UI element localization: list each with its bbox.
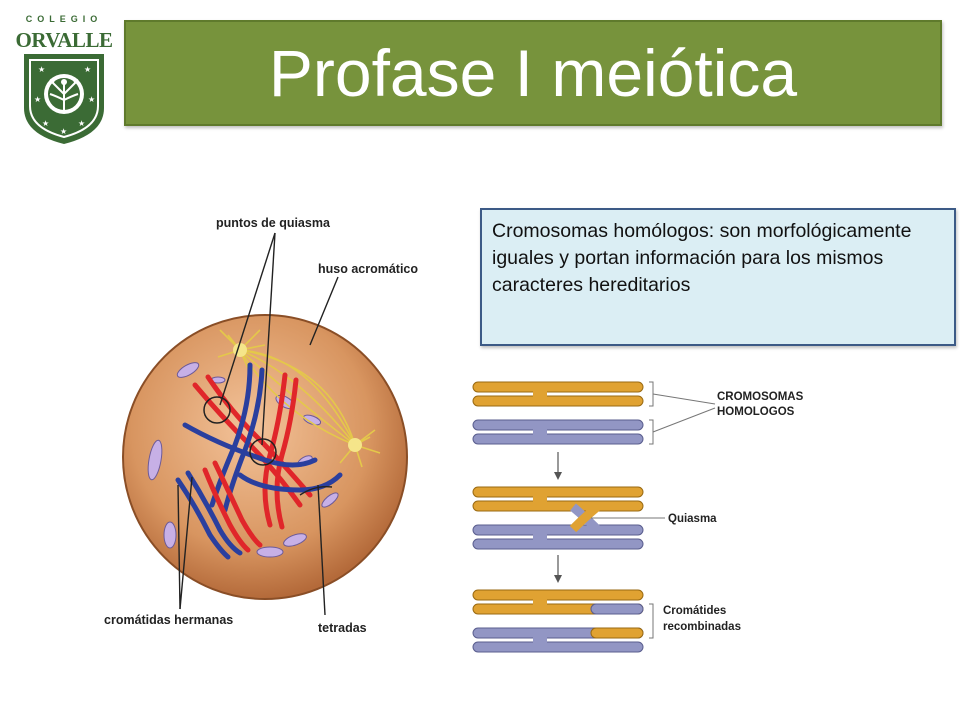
- cell-prophase-diagram: puntos de quiasma huso acromático cromát…: [104, 216, 418, 635]
- vesicles: [147, 362, 339, 558]
- shield-emblem-icon: ★ ★ ★ ★ ★ ★ ★: [24, 54, 104, 144]
- label-recombined-2: recombinadas: [663, 621, 741, 633]
- stage-chiasma: [472, 486, 665, 550]
- logo-name: ORVALLE: [15, 28, 113, 52]
- definition-box: Cromosomas homólogos: son morfológicamen…: [480, 208, 956, 346]
- label-tetrads: tetradas: [318, 621, 367, 635]
- chromosome-recombination-diagram: CROMOSOMAS HOMOLOGOS Quiasma Cromátides …: [472, 381, 804, 653]
- chromosome-orange-2: [472, 486, 644, 512]
- svg-text:★: ★: [88, 95, 95, 104]
- page-title: Profase I meiótica: [268, 36, 798, 110]
- svg-text:★: ★: [84, 65, 91, 74]
- chiasma-circle-1: [203, 396, 231, 424]
- svg-text:★: ★: [38, 65, 45, 74]
- stage-homologous: [472, 381, 716, 445]
- pointer-lines: [177, 232, 339, 616]
- chromosome-lavender-1: [472, 419, 644, 445]
- centrosome-right: [348, 438, 362, 452]
- logo-top-text: COLEGIO: [25, 14, 103, 24]
- label-homologous-2: HOMOLOGOS: [717, 406, 795, 418]
- chromosome-orange-1: [472, 381, 644, 407]
- stage-recombined: [472, 589, 654, 653]
- centrosome-top: [233, 343, 247, 357]
- label-homologous-1: CROMOSOMAS: [717, 391, 804, 403]
- label-chiasma: Quiasma: [668, 513, 717, 525]
- label-sister-chromatids: cromátidas hermanas: [104, 613, 233, 627]
- chromosome-lavender-2: [472, 524, 644, 550]
- school-logo: COLEGIO ORVALLE ★ ★ ★ ★ ★ ★ ★: [14, 6, 114, 146]
- label-chiasma-points: puntos de quiasma: [216, 216, 331, 230]
- svg-text:★: ★: [60, 127, 67, 136]
- label-spindle: huso acromático: [318, 262, 418, 276]
- title-banner: Profase I meiótica: [124, 20, 942, 126]
- svg-text:★: ★: [78, 119, 85, 128]
- svg-text:★: ★: [34, 95, 41, 104]
- svg-text:★: ★: [42, 119, 49, 128]
- definition-text: Cromosomas homólogos: son morfológicamen…: [492, 220, 912, 296]
- label-recombined-1: Cromátides: [663, 605, 726, 617]
